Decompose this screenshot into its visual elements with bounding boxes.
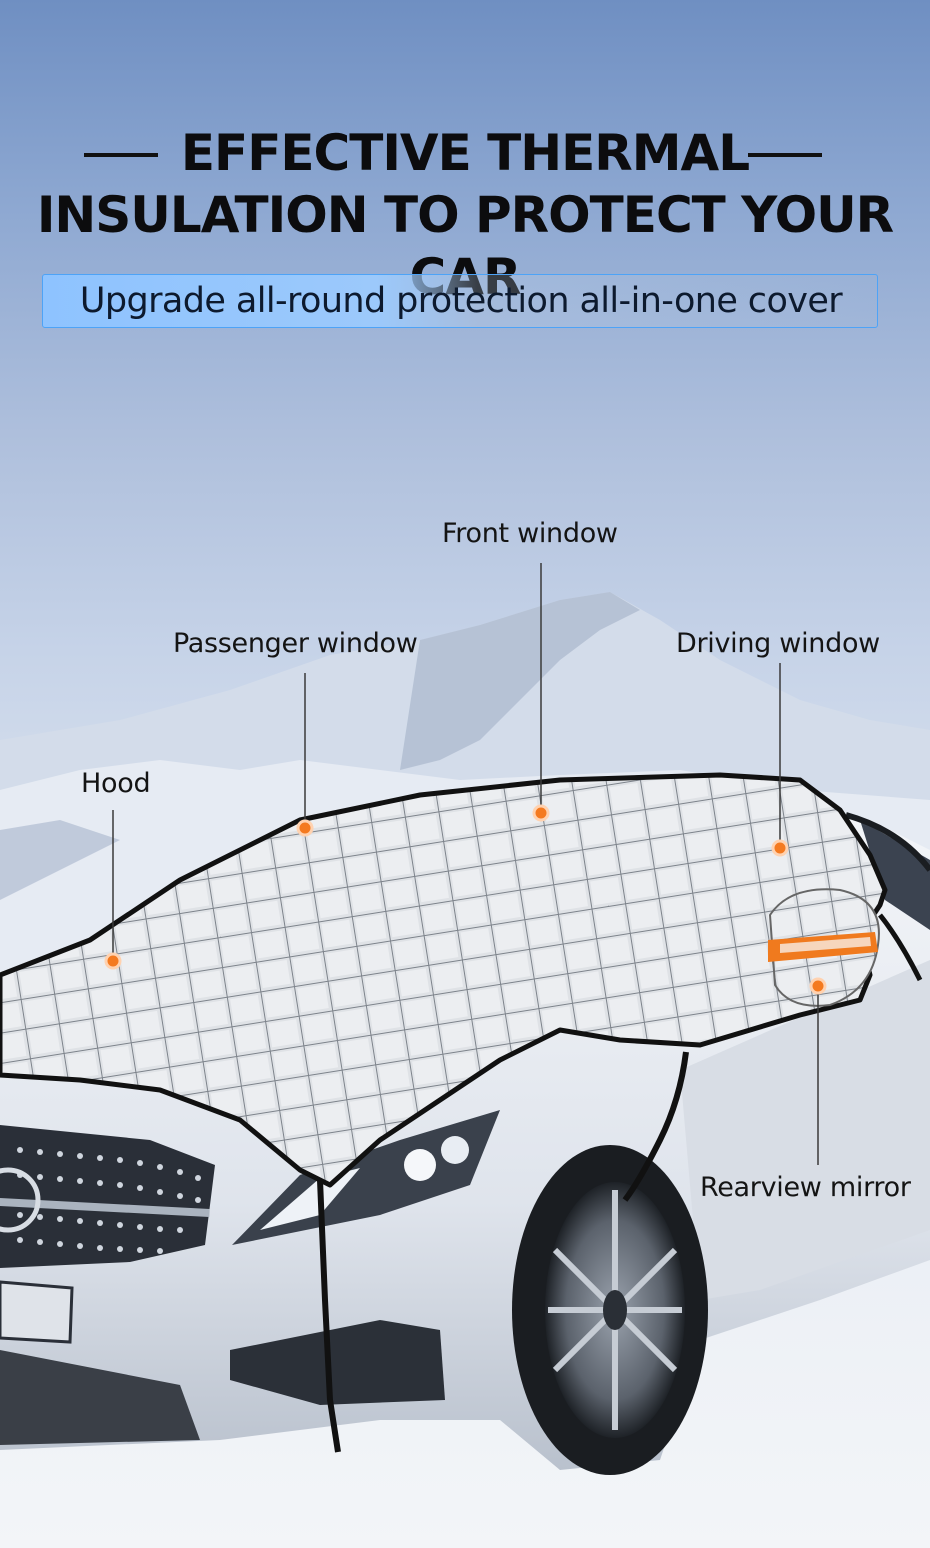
car-grille <box>0 1125 215 1268</box>
car-roofline <box>845 812 930 872</box>
callout-lines <box>112 563 819 1165</box>
subtitle-text: Upgrade all-round protection all-in-one … <box>79 281 843 321</box>
callout-label-passenger-window: Passenger window <box>173 628 418 659</box>
subtitle-banner: Upgrade all-round protection all-in-one … <box>42 274 878 328</box>
callout-label-driving-window: Driving window <box>676 628 880 659</box>
strap-right <box>878 913 923 982</box>
strap-front <box>317 1179 341 1453</box>
decorative-rule-right <box>748 153 822 157</box>
headline-line1-row: EFFECTIVE THERMAL <box>0 122 930 184</box>
car-window-right <box>860 820 930 930</box>
callout-label-rearview-mirror: Rearview mirror <box>700 1172 911 1203</box>
license-plate <box>0 1280 74 1344</box>
headline-line1: EFFECTIVE THERMAL <box>180 124 750 182</box>
mountain-ridge <box>400 592 640 770</box>
callout-label-hood: Hood <box>81 768 151 799</box>
mountain-shadow <box>0 820 120 900</box>
bumper-lower <box>0 1350 200 1445</box>
bumper-intake <box>230 1320 445 1405</box>
grille-bar <box>0 1198 210 1217</box>
strap-side <box>622 1051 689 1202</box>
callout-label-front-window: Front window <box>442 518 618 549</box>
quilted-cover <box>0 772 888 1188</box>
callout-markers <box>104 804 827 995</box>
brand-emblem <box>0 1167 41 1233</box>
decorative-rule-left <box>84 153 158 157</box>
grille-dots <box>17 1147 201 1254</box>
car-side-panel <box>680 960 930 1300</box>
